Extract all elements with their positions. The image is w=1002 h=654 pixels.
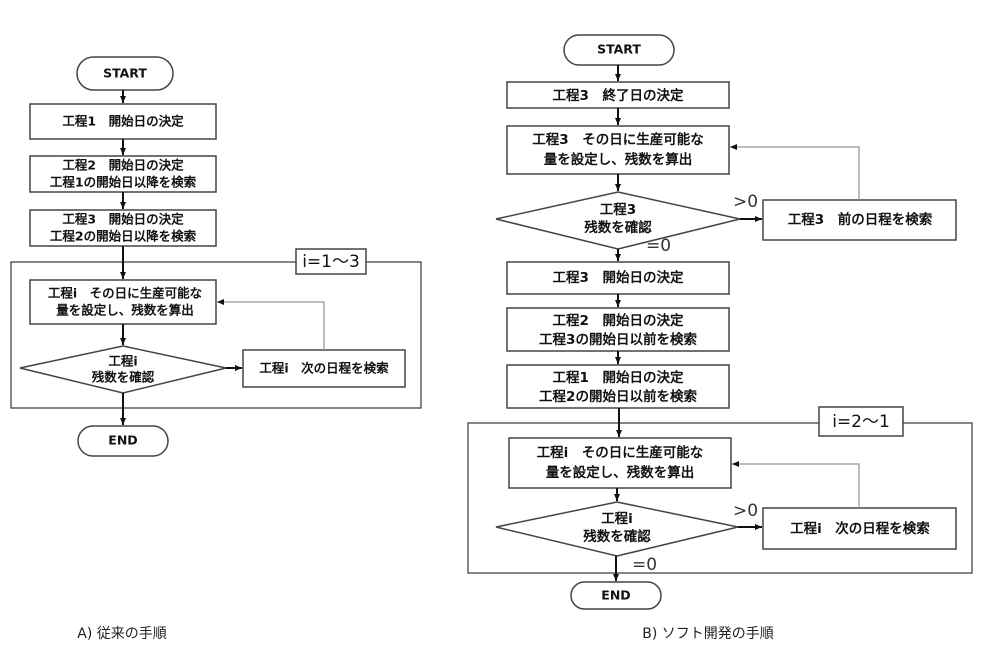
b-loop-decision-line1: 工程i [601,511,633,527]
b-step2-line1: 工程2 開始日の決定 [553,312,684,329]
a-back-arrow-loop [217,301,325,350]
b-loop-process-box: 工程i その日に生産可能な 量を設定し、残数を算出 [508,437,732,489]
b-search-prev-text: 工程3 前の日程を検索 [788,211,933,228]
a-loop-frame [10,261,422,409]
a-start-label: START [103,66,147,81]
b-loop-label-box: i=2〜1 [818,406,904,437]
b-step3-process-line1: 工程3 その日に生産可能な [532,131,703,148]
a-decision-line2: 残数を確認 [92,370,155,385]
a-search-next-text: 工程i 次の日程を検索 [259,361,389,376]
a-back-arrow-head [217,299,224,305]
a-step2-box: 工程2 開始日の決定 工程1の開始日以降を検索 [29,155,217,193]
a-caption: A) 従来の手順 [77,626,167,642]
b-loop-cond-eq: =0 [632,555,657,575]
b-end-date-text: 工程3 終了日の決定 [553,87,684,104]
b-step3-decision-line1: 工程3 [600,202,636,218]
a-step3-line1: 工程3 開始日の決定 [62,212,184,227]
b-search-next-box: 工程i 次の日程を検索 [762,507,957,550]
a-loop-process-box: 工程i その日に生産可能な 量を設定し、残数を算出 [29,279,217,325]
b-step3-start-text: 工程3 開始日の決定 [553,269,684,286]
b-end-date-box: 工程3 終了日の決定 [506,81,730,109]
a-step3-line2: 工程2の開始日以降を検索 [50,229,197,244]
b-step3-decision-line2: 残数を確認 [584,219,652,236]
b-end-terminal: END [570,581,662,610]
a-loop-label-box: i=1〜3 [295,248,367,275]
b-start-label: START [597,42,641,57]
b-step2-line2: 工程3の開始日以前を検索 [539,331,697,348]
a-start-terminal: START [76,56,174,91]
b-search-next-text: 工程i 次の日程を検索 [790,520,930,537]
b-loop-process-line1: 工程i その日に生産可能な [537,444,704,461]
b-step3-start-box: 工程3 開始日の決定 [506,261,730,295]
a-search-next-box: 工程i 次の日程を検索 [242,349,406,388]
a-step1-text: 工程1 開始日の決定 [62,114,184,129]
a-step3-box: 工程3 開始日の決定 工程2の開始日以降を検索 [29,209,217,247]
a-decision-line1: 工程i [108,354,137,369]
b-caption: B) ソフト開発の手順 [642,626,774,642]
b-loop-frame [467,422,973,574]
a-end-label: END [108,433,137,448]
b-back-arrow-loop-head [732,461,739,467]
b-loop-label: i=2〜1 [832,412,890,432]
a-decision-diamond: 工程i 残数を確認 [19,345,227,394]
b-back-arrow-step3 [730,146,860,200]
b-back-arrow-loop [732,463,860,508]
a-end-terminal: END [77,425,169,457]
b-step3-process-box: 工程3 その日に生産可能な 量を設定し、残数を算出 [506,125,730,175]
b-step2-box: 工程2 開始日の決定 工程3の開始日以前を検索 [506,307,730,352]
b-step3-process-line2: 量を設定し、残数を算出 [544,151,693,168]
b-back-arrow-step3-head [730,144,737,150]
b-loop-cond-gt: >0 [733,501,758,521]
b-end-label: END [601,588,630,603]
a-loop-process-line2: 量を設定し、残数を算出 [56,303,194,318]
b-step3-cond-eq: =0 [646,236,671,256]
b-step1-line1: 工程1 開始日の決定 [553,369,684,386]
b-step1-box: 工程1 開始日の決定 工程2の開始日以前を検索 [506,364,730,409]
b-loop-decision-diamond: 工程i 残数を確認 [495,501,739,557]
b-search-prev-box: 工程3 前の日程を検索 [762,199,957,241]
a-loop-process-line1: 工程i その日に生産可能な [48,286,202,301]
a-step2-line2: 工程1の開始日以降を検索 [50,175,197,190]
diagram-b: START 工程3 終了日の決定 工程3 その日に生産可能な 量を設定し、残数を… [467,34,973,642]
diagram-a: START 工程1 開始日の決定 工程2 開始日の決定 工程1の開始日以降を検索… [10,56,422,642]
b-step3-cond-gt: >0 [733,192,758,212]
b-loop-process-line2: 量を設定し、残数を算出 [546,464,695,481]
a-step2-line1: 工程2 開始日の決定 [62,158,184,173]
b-step3-decision-diamond: 工程3 残数を確認 [495,191,741,250]
a-step1-box: 工程1 開始日の決定 [29,103,217,140]
a-loop-label: i=1〜3 [302,252,360,272]
b-loop-decision-line2: 残数を確認 [583,528,651,545]
b-start-terminal: START [563,34,675,66]
b-step1-line2: 工程2の開始日以前を検索 [539,388,697,405]
